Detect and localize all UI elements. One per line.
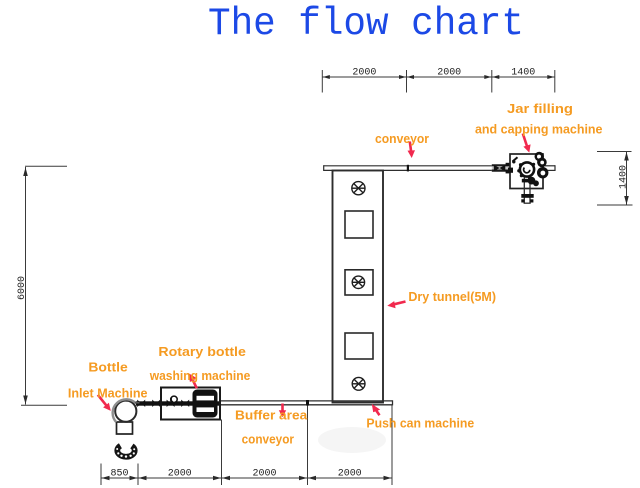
svg-text:1400: 1400 — [619, 165, 630, 189]
svg-text:Rotary bottle: Rotary bottle — [158, 345, 246, 359]
svg-text:Push can machine: Push can machine — [366, 417, 474, 431]
svg-text:2000: 2000 — [168, 469, 192, 480]
svg-text:Buffer area: Buffer area — [235, 409, 308, 423]
svg-text:and capping machine: and capping machine — [475, 123, 603, 137]
svg-text:conveyor: conveyor — [375, 132, 429, 146]
svg-text:1400: 1400 — [511, 68, 535, 79]
svg-text:850: 850 — [111, 469, 129, 480]
svg-text:Dry tunnel(5M): Dry tunnel(5M) — [408, 290, 496, 304]
svg-text:Jar filling: Jar filling — [507, 102, 573, 116]
svg-text:2000: 2000 — [437, 68, 461, 79]
svg-text:washing machine: washing machine — [149, 369, 251, 383]
svg-text:2000: 2000 — [253, 469, 277, 480]
svg-text:6000: 6000 — [17, 276, 28, 300]
svg-text:2000: 2000 — [338, 469, 362, 480]
svg-text:Bottle: Bottle — [88, 361, 127, 375]
svg-text:Inlet Machine: Inlet Machine — [68, 387, 148, 401]
svg-text:The flow chart: The flow chart — [208, 2, 524, 46]
svg-text:conveyor: conveyor — [242, 433, 295, 447]
svg-text:2000: 2000 — [352, 68, 376, 79]
